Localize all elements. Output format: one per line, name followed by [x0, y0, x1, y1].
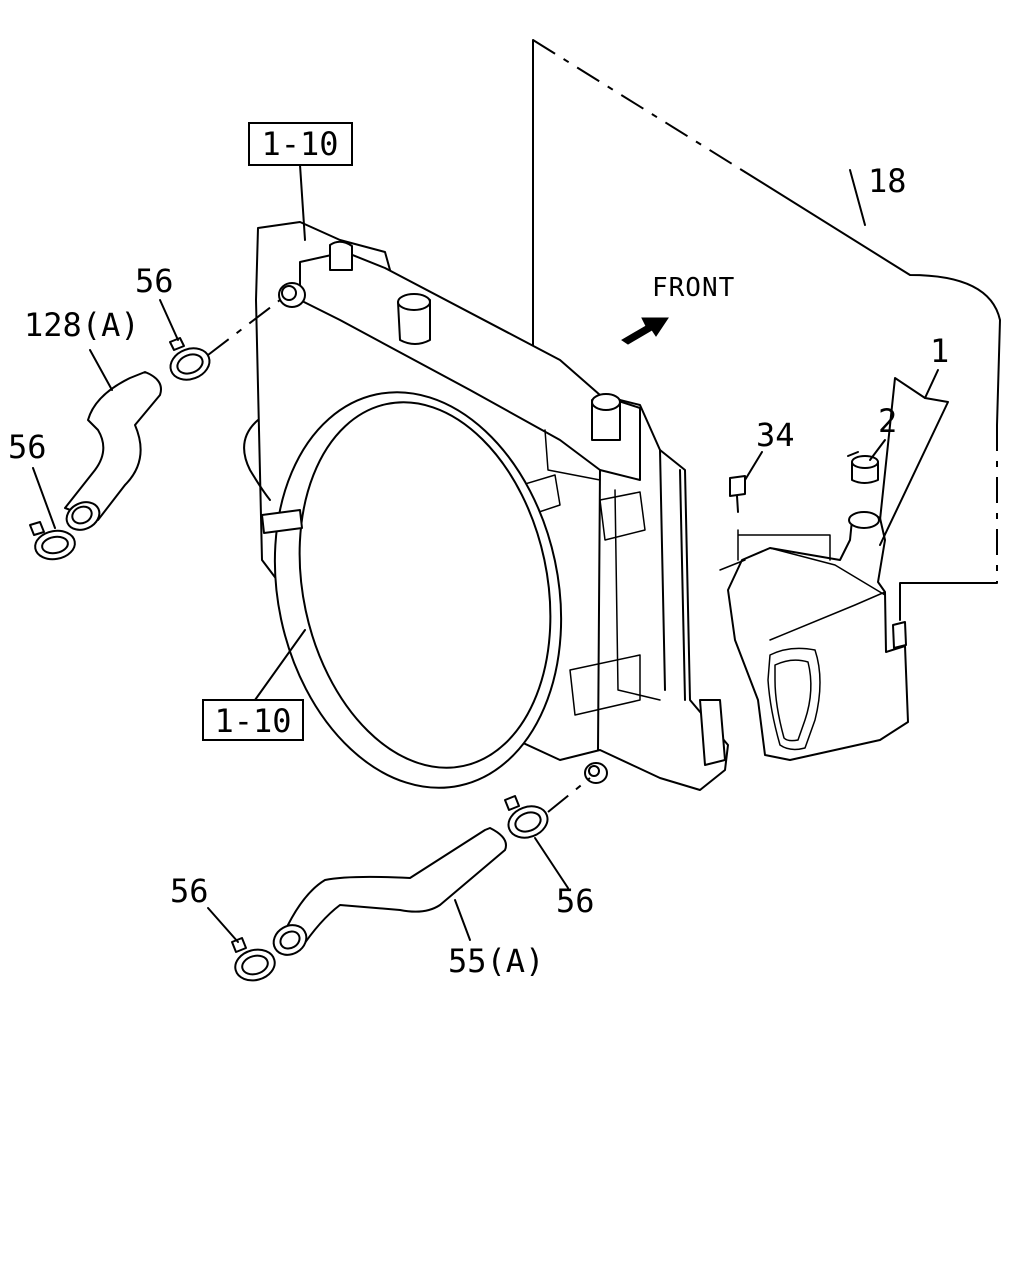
callout-1: 1	[930, 332, 949, 370]
callout-34: 34	[756, 416, 795, 454]
radiator-assembly[interactable]	[239, 221, 729, 815]
reservoir-hose-18[interactable]	[532, 39, 1001, 621]
callout-1-leader: 1	[879, 332, 949, 546]
callout-128a: 128(A)	[24, 306, 140, 344]
reserve-tank-cap-2[interactable]: 2	[847, 402, 897, 484]
callout-55a: 55(A)	[448, 942, 544, 980]
callout-56-left: 56	[8, 428, 47, 466]
reserve-tank-1[interactable]	[719, 511, 909, 761]
reference-box-top[interactable]: 1-10	[248, 122, 353, 241]
upper-hose-128a[interactable]: 128(A)	[24, 306, 162, 535]
bolt-34[interactable]: 34	[729, 416, 831, 561]
hose-clamp-56-upper[interactable]: 56	[135, 262, 281, 385]
hose-clamp-56-lower-right[interactable]: 56	[504, 777, 595, 920]
reference-box-bottom[interactable]: 1-10	[202, 629, 306, 741]
reference-label-bottom: 1-10	[214, 702, 291, 740]
front-label: FRONT	[652, 273, 735, 303]
front-arrow-icon	[621, 317, 669, 345]
callout-56-lower-right: 56	[556, 882, 595, 920]
callout-2: 2	[878, 402, 897, 440]
hose-clamp-56-lower-left[interactable]: 56	[170, 872, 278, 985]
lower-hose-55a[interactable]: 55(A)	[268, 827, 544, 980]
hose-clamp-56-left[interactable]: 56	[8, 428, 77, 562]
reference-label-top: 1-10	[261, 125, 338, 163]
callout-18: 18	[868, 162, 907, 200]
callout-56-upper: 56	[135, 262, 174, 300]
callout-56-lower-left: 56	[170, 872, 209, 910]
front-direction-indicator: FRONT	[621, 273, 735, 345]
